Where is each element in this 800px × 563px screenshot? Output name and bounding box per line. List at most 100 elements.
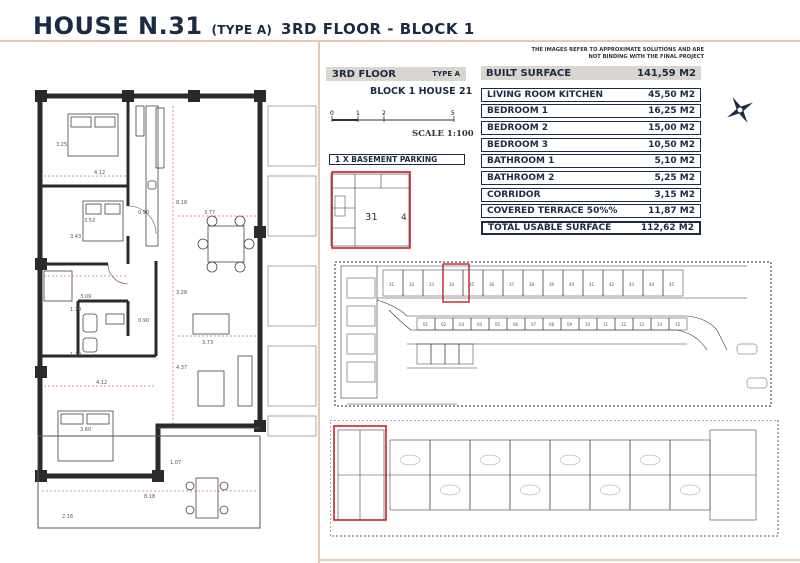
- dim-label: 3.28: [176, 290, 187, 296]
- dim-label: 3.73: [202, 340, 213, 346]
- parking-label: 1 X BASEMENT PARKING: [329, 154, 465, 165]
- surface-label: CORRIDOR: [487, 190, 541, 200]
- surface-value: 10,50 M2: [648, 140, 695, 150]
- floor-bar: 3RD FLOOR TYPE A: [326, 67, 466, 81]
- stall-number: 33: [429, 282, 435, 287]
- dim-label: 4.37: [176, 365, 187, 371]
- surface-row: BATHROOM 1 5,10 M2: [481, 154, 701, 168]
- dim-label: 8.18: [176, 200, 187, 206]
- surface-value: 5,25 M2: [654, 173, 695, 183]
- parking-detail: 31 4: [327, 168, 413, 252]
- site-plan: [330, 420, 779, 537]
- stall-number: 37: [509, 282, 515, 287]
- scale-tick-0: 0: [330, 110, 334, 117]
- divider-vertical: [318, 40, 320, 563]
- surface-header-value: 141,59 M2: [637, 67, 696, 79]
- surface-row: BEDROOM 3 10,50 M2: [481, 138, 701, 152]
- type-label: TYPE A: [432, 70, 460, 78]
- surface-row: CORRIDOR 3,15 M2: [481, 188, 701, 202]
- stall-number: 45: [669, 282, 675, 287]
- stall-number: 09: [567, 322, 573, 327]
- surface-header: BUILT SURFACE 141,59 M2: [481, 66, 701, 80]
- surface-total-label: TOTAL USABLE SURFACE: [488, 223, 612, 233]
- dim-label: 1.07: [170, 460, 181, 466]
- surface-value: 3,15 M2: [654, 190, 695, 200]
- title-rest: 3RD FLOOR - BLOCK 1: [281, 20, 475, 38]
- surface-value: 45,50 M2: [648, 90, 695, 100]
- dim-label: 3.43: [70, 234, 81, 240]
- surface-label: BEDROOM 3: [487, 140, 549, 150]
- surface-label: COVERED TERRACE 50%%: [487, 206, 618, 216]
- stall-number: 41: [589, 282, 595, 287]
- surface-value: 5,10 M2: [654, 156, 695, 166]
- stall-number: 04: [477, 322, 483, 327]
- surface-row: BEDROOM 2 15,00 M2: [481, 121, 701, 135]
- basement-parking-map: 31 32 33 34 35 36 37 38 39 40 41 42 43 4…: [334, 261, 772, 407]
- surface-header-label: BUILT SURFACE: [486, 67, 572, 79]
- stall-number: 15: [675, 322, 681, 327]
- stall-number: 06: [513, 322, 519, 327]
- surface-row: COVERED TERRACE 50%% 11,87 M2: [481, 204, 701, 218]
- dim-label: 3.60: [80, 427, 91, 433]
- surface-value: 11,87 M2: [648, 206, 695, 216]
- surface-row: BEDROOM 1 16,25 M2: [481, 104, 701, 118]
- surface-label: BATHROOM 2: [487, 173, 555, 183]
- stall-number: 07: [531, 322, 537, 327]
- stall-number: 02: [441, 322, 447, 327]
- scale-bar: 0 1 2 5: [330, 110, 455, 122]
- footer-rule: [320, 559, 800, 561]
- dim-label: 4.12: [94, 170, 105, 176]
- stall-number: 03: [459, 322, 465, 327]
- disclaimer: THE IMAGES REFER TO APPROXIMATE SOLUTION…: [531, 47, 704, 60]
- surface-label: LIVING ROOM KITCHEN: [487, 90, 604, 100]
- block-house: BLOCK 1 HOUSE 21: [370, 86, 473, 97]
- stall-number: 40: [569, 282, 575, 287]
- dim-label: 1.70: [70, 307, 81, 313]
- dim-label: 8.18: [144, 494, 155, 500]
- scale-tick-2: 2: [382, 110, 386, 117]
- floor-plan: 3.25 4.12 3.52 3.43 0.90 8.18 3.77 3.09 …: [35, 90, 317, 529]
- surface-label: BATHROOM 1: [487, 156, 555, 166]
- stall-number: 01: [423, 322, 429, 327]
- parking-side: 4: [401, 213, 407, 223]
- scale-tick-5: 5: [451, 110, 455, 117]
- compass-icon: [727, 97, 753, 123]
- title-main: HOUSE N.31: [33, 12, 203, 40]
- stall-number: 13: [639, 322, 645, 327]
- stall-number: 05: [495, 322, 501, 327]
- scale-tick-1: 1: [356, 110, 360, 117]
- stall-number: 32: [409, 282, 415, 287]
- dim-label: 3.25: [56, 142, 67, 148]
- floor-label: 3RD FLOOR: [332, 68, 396, 80]
- surface-value: 15,00 M2: [648, 123, 695, 133]
- scale-label: SCALE 1:100: [412, 129, 474, 139]
- stall-number: 39: [549, 282, 555, 287]
- dim-label: 3.77: [204, 210, 215, 216]
- dim-label: 3.52: [84, 218, 95, 224]
- stall-number: 12: [621, 322, 627, 327]
- stall-number: 14: [657, 322, 663, 327]
- dim-label: 4.12: [96, 380, 107, 386]
- surface-label: BEDROOM 2: [487, 123, 549, 133]
- stall-number: 43: [629, 282, 635, 287]
- surface-row: LIVING ROOM KITCHEN 45,50 M2: [481, 88, 701, 102]
- stall-number: 34: [449, 282, 455, 287]
- header-rule: [0, 40, 800, 42]
- surface-value: 16,25 M2: [648, 106, 695, 116]
- stall-number: 31: [389, 282, 395, 287]
- surface-label: BEDROOM 1: [487, 106, 549, 116]
- stall-number: 44: [649, 282, 655, 287]
- stall-number: 42: [609, 282, 615, 287]
- stall-number: 08: [549, 322, 555, 327]
- dim-label: 2.16: [62, 514, 73, 520]
- dim-label: 3.09: [80, 294, 91, 300]
- dim-label: 0.90: [138, 318, 149, 324]
- dim-label: 0.90: [138, 210, 149, 216]
- page-title: HOUSE N.31 (TYPE A) 3RD FLOOR - BLOCK 1: [33, 12, 475, 40]
- stall-number: 36: [489, 282, 495, 287]
- surface-row: BATHROOM 2 5,25 M2: [481, 171, 701, 185]
- stall-number: 10: [585, 322, 591, 327]
- stall-number: 35: [469, 282, 475, 287]
- dim-label: 1.70: [70, 352, 81, 358]
